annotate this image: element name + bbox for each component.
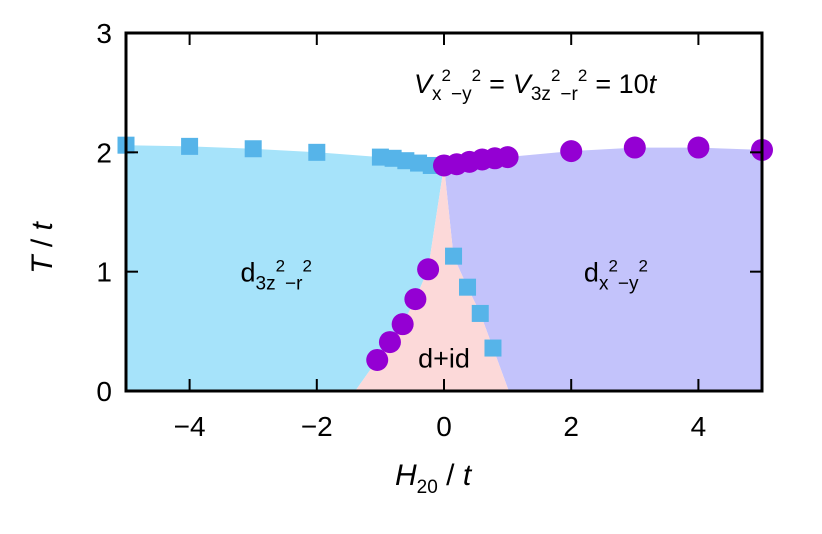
interaction-annotation: Vx2−y2=V3z2−r2= 10t bbox=[414, 66, 658, 105]
region-label-d3z2-r2: d3z2−r2 bbox=[240, 257, 311, 295]
circle-marker bbox=[417, 258, 440, 281]
x-axis-title: H20 / t bbox=[395, 459, 473, 498]
y-tick-label: 1 bbox=[96, 257, 112, 288]
region-right-fill bbox=[444, 147, 762, 391]
circle-marker bbox=[687, 136, 710, 159]
x-tick-label: −2 bbox=[301, 411, 333, 442]
x-tick-label: 2 bbox=[563, 411, 579, 442]
y-axis-title: T / t bbox=[26, 221, 59, 274]
square-marker bbox=[181, 137, 199, 155]
square-marker bbox=[484, 339, 502, 357]
square-marker bbox=[459, 278, 477, 296]
region-label-dx2-y2: dx2−y2 bbox=[584, 257, 648, 295]
circle-marker bbox=[378, 331, 401, 354]
circle-marker bbox=[366, 348, 389, 371]
circle-marker bbox=[623, 136, 646, 159]
square-marker bbox=[471, 304, 489, 322]
x-tick-label: 4 bbox=[691, 411, 707, 442]
y-tick-label: 3 bbox=[96, 18, 112, 49]
circle-marker bbox=[560, 140, 583, 163]
region-left-fill bbox=[126, 145, 444, 391]
square-marker bbox=[445, 247, 463, 265]
circle-marker bbox=[404, 288, 427, 311]
circle-marker bbox=[496, 146, 519, 169]
square-marker bbox=[244, 140, 262, 158]
x-tick-label: 0 bbox=[436, 411, 452, 442]
axis-ticks: −4 −2 0 2 4 0 1 2 3 bbox=[96, 18, 762, 442]
region-label-d-plus-id: d+id bbox=[418, 344, 470, 374]
phase-regions bbox=[126, 145, 762, 391]
circle-marker bbox=[391, 313, 414, 336]
y-tick-label: 2 bbox=[96, 137, 112, 168]
y-tick-label: 0 bbox=[96, 376, 112, 407]
square-marker bbox=[308, 143, 326, 161]
data-markers bbox=[117, 136, 773, 371]
x-tick-label: −4 bbox=[174, 411, 206, 442]
